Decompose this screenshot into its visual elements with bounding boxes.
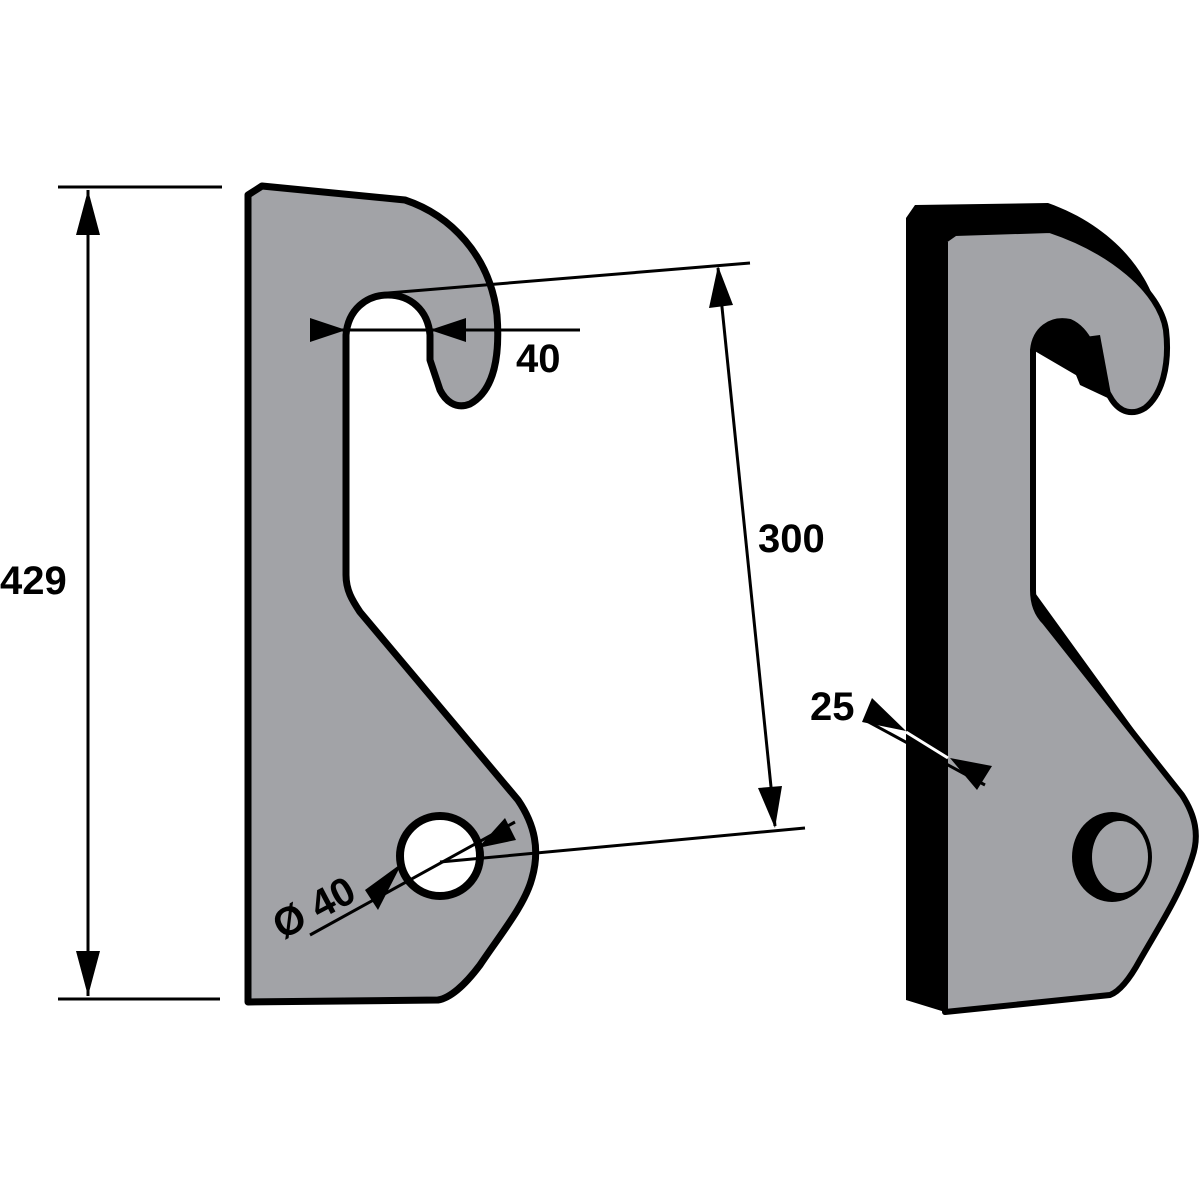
height-dimension — [58, 185, 222, 1001]
hole-leader-line — [309, 820, 516, 937]
arrow-icon — [709, 266, 733, 308]
side-view-plate — [942, 227, 1199, 1015]
pin-distance-label: 300 — [758, 517, 825, 561]
front-view-plate — [244, 182, 540, 1006]
arrow-icon — [758, 786, 782, 828]
thickness-label: 25 — [810, 685, 855, 729]
arrow-icon — [76, 951, 100, 996]
pin-hole — [396, 812, 484, 900]
pin-distance-dimension — [387, 261, 806, 864]
arrow-icon — [950, 758, 992, 790]
thickness-line-inner — [905, 730, 949, 760]
side-pin-hole-wall — [1092, 821, 1148, 893]
arrow-icon — [310, 318, 346, 342]
hook-inner-wall — [1062, 335, 1112, 400]
arrow-icon — [862, 698, 906, 731]
arrow-icon — [430, 318, 466, 342]
arrow-icon — [76, 190, 100, 235]
arrow-icon — [478, 818, 516, 848]
arrow-icon — [365, 863, 402, 910]
slot-width-label: 40 — [516, 337, 561, 381]
height-label: 429 — [0, 559, 67, 603]
